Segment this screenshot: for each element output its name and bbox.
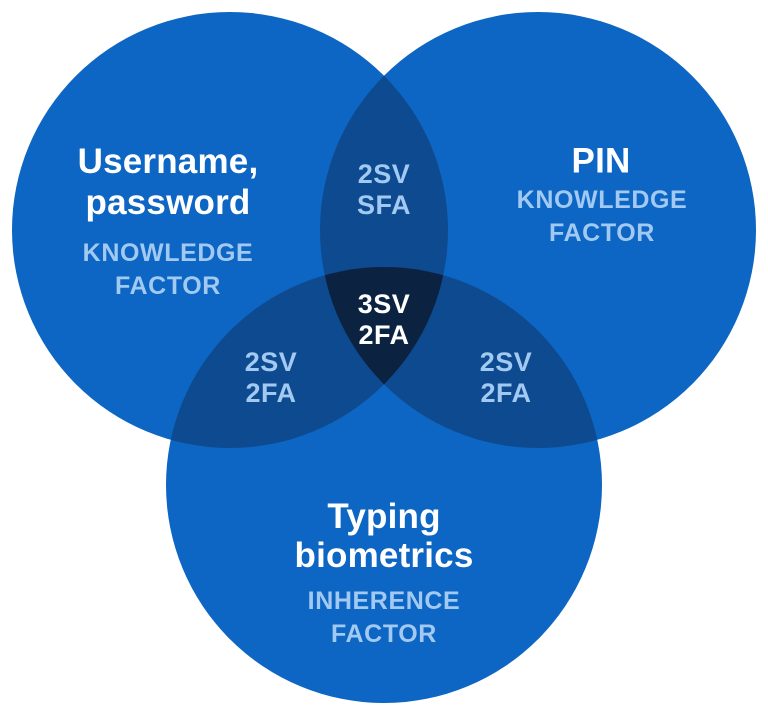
set-factor-pin: KNOWLEDGE FACTOR: [517, 184, 688, 250]
overlap-center-label: 3SV 2FA: [358, 289, 411, 351]
overlap-label-line: 2SV: [357, 159, 411, 189]
overlap-label-line: 2FA: [358, 320, 410, 350]
overlap-label-line: 3SV: [357, 289, 411, 319]
set-title-line: password: [85, 183, 251, 222]
overlap-label-line: SFA: [356, 190, 412, 220]
overlap-label-line: 2SV: [244, 347, 298, 377]
set-factor-line: KNOWLEDGE: [516, 186, 688, 214]
overlap-label-line: 2SV: [479, 347, 533, 377]
overlap-left-label: 2SV 2FA: [245, 347, 298, 409]
set-factor-line: FACTOR: [115, 272, 221, 300]
set-title-line: PIN: [571, 141, 631, 181]
set-factor-line: INHERENCE: [307, 587, 461, 615]
set-title-typing-biometrics: Typing biometrics: [295, 497, 474, 575]
set-title-line: Typing: [327, 497, 441, 536]
set-factor-line: FACTOR: [331, 620, 437, 648]
set-factor-typing-biometrics: INHERENCE FACTOR: [308, 585, 461, 651]
overlap-top-label: 2SV SFA: [357, 159, 411, 221]
set-title-line: biometrics: [294, 536, 474, 575]
set-title-username-password: Username, password: [78, 141, 259, 223]
overlap-right-region: [320, 267, 602, 448]
set-title-line: Username,: [77, 142, 259, 181]
overlap-label-line: 2FA: [245, 378, 297, 408]
overlap-label-line: 2FA: [480, 378, 532, 408]
set-factor-line: KNOWLEDGE: [82, 239, 254, 267]
set-factor-username-password: KNOWLEDGE FACTOR: [83, 237, 254, 303]
overlap-left-region: [166, 267, 448, 448]
set-title-pin: PIN: [572, 141, 631, 182]
overlap-right-label: 2SV 2FA: [480, 347, 533, 409]
set-factor-line: FACTOR: [549, 219, 655, 247]
